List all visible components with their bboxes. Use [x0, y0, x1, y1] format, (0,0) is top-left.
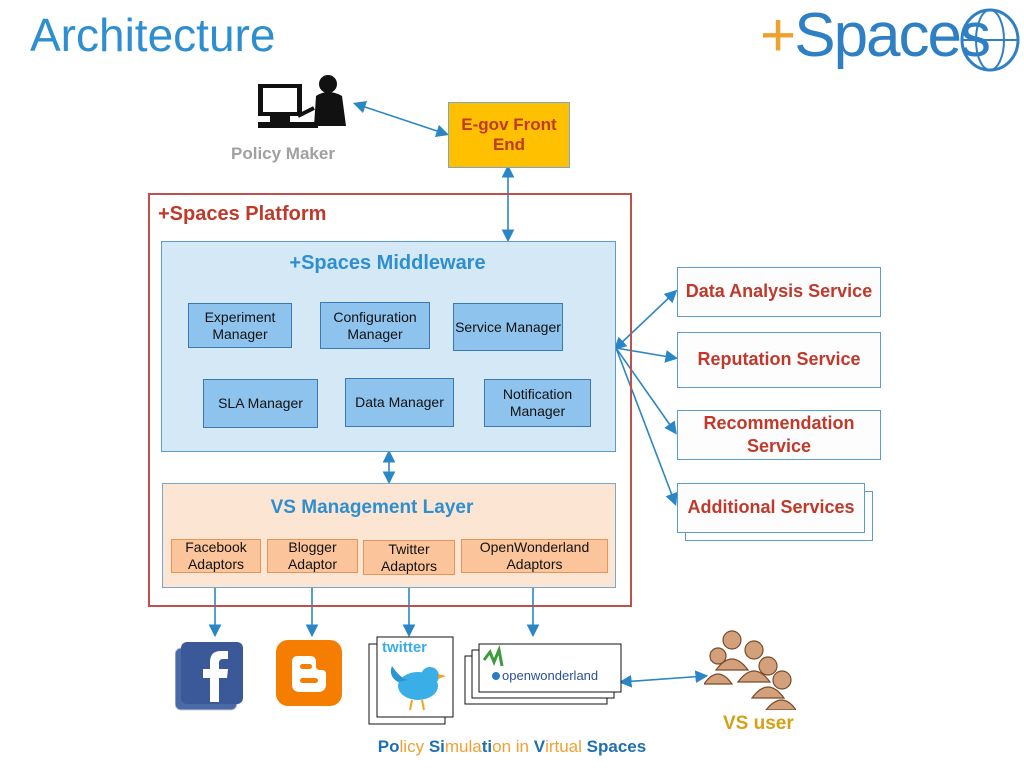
- middleware-title: +Spaces Middleware: [289, 252, 486, 274]
- service-manager: Service Manager: [453, 303, 563, 351]
- policy-maker-icon: [254, 72, 358, 136]
- spaces-platform: [148, 193, 632, 607]
- recommendation-service: Recommendation Service: [677, 410, 881, 460]
- blogger-adaptor: Blogger Adaptor: [267, 539, 358, 573]
- twitter-adaptors: Twitter Adaptors: [363, 540, 455, 575]
- reputation-service: Reputation Service: [677, 332, 881, 388]
- facebook-icon: [174, 640, 245, 712]
- notification-manager: Notification Manager: [484, 379, 591, 427]
- openwonderland-logo-text: openwonderland: [502, 668, 598, 683]
- blogger-icon: [276, 640, 344, 706]
- vs-layer-title: VS Management Layer: [270, 497, 474, 518]
- additional-services: Additional Services: [677, 483, 865, 533]
- openwonderland-adaptors: OpenWonderland Adaptors: [461, 539, 608, 573]
- sla-manager: SLA Manager: [203, 379, 318, 428]
- platform-title: +Spaces Platform: [158, 203, 327, 225]
- vs-user-label: VS user: [723, 713, 794, 734]
- twitter-logo-text: twitter: [382, 639, 427, 656]
- facebook-adaptors: Facebook Adaptors: [171, 539, 261, 573]
- footer-tagline: Policy Simulation in Virtual Spaces: [377, 737, 647, 756]
- spaces-logo: +Spaces: [760, 1, 1022, 74]
- experiment-manager: Experiment Manager: [188, 303, 292, 348]
- vs-users-icon: [702, 626, 798, 711]
- openwonderland-icon: openwonderland: [464, 642, 624, 706]
- egov-front-end: E-gov Front End: [448, 102, 570, 168]
- page-title: Architecture: [30, 9, 276, 61]
- data-manager: Data Manager: [345, 378, 454, 427]
- twitter-icon: twitter: [368, 636, 456, 726]
- policy-maker-label: Policy Maker: [231, 144, 335, 163]
- data-analysis-service: Data Analysis Service: [677, 267, 881, 317]
- configuration-manager: Configuration Manager: [320, 302, 430, 349]
